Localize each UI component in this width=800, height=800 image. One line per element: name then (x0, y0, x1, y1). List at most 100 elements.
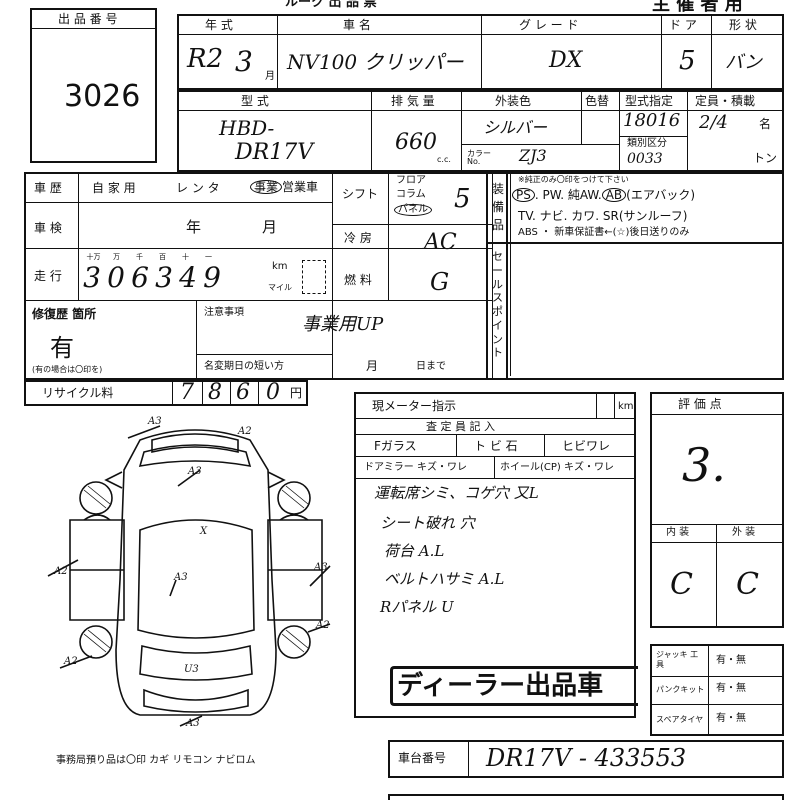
repair-value: 有 (50, 334, 74, 362)
fuel-value: G (430, 268, 450, 296)
inspect-month: 月 (262, 218, 278, 236)
hibiware-label: ヒビワレ (562, 439, 611, 453)
tool-spare-label: スペアタイヤ (656, 715, 704, 724)
shift-label: シフト (342, 187, 379, 201)
type-number: 18016 (623, 110, 681, 131)
meter-km: km (618, 401, 634, 412)
type-label: 型式指定 (625, 94, 674, 108)
car-name-value: NV100 クリッパー (287, 50, 464, 74)
lot-number-box: 出 品 番 号 3026 (30, 8, 157, 163)
sale-point-label: セールスポイント (492, 250, 503, 360)
color-label: 外装色 (495, 94, 532, 108)
shift-floor: フロア (396, 175, 426, 186)
mileage-units: 十万万千百十一 (86, 253, 213, 261)
capacity-value: 2/4 (699, 112, 728, 133)
recycle-d1: 7 (180, 380, 194, 405)
inspector-note-2: シート破れ 穴 (380, 514, 475, 532)
fuel-label: 燃 料 (344, 273, 372, 287)
inspector-note-1: 運転席シミ、コゲ穴 又L (374, 484, 539, 502)
history-label: 車 歴 (34, 181, 62, 195)
name-change-label: 名変期日の短い方 (204, 361, 284, 372)
interior-value: C (670, 567, 693, 602)
footer-keys: 事務局預り品は〇印 カギ リモコン ナビロム (56, 755, 256, 766)
year-num: 3 (235, 45, 253, 78)
damage-mark-x: X (199, 526, 208, 537)
meter-label: 現メーター指示 (372, 399, 457, 413)
equipment-line3: ABS ・ 新車保証書←(☆)後日送りのみ (518, 227, 690, 238)
damage-mark-left-side: A2 (53, 566, 68, 577)
shape-label: 形 状 (729, 18, 757, 32)
recycle-label: リサイクル料 (42, 386, 114, 400)
damage-mark-rear-glass: U3 (184, 664, 199, 675)
chassis-box: 車台番号 DR17V - 433553 (388, 740, 784, 778)
interior-label: 内 装 (666, 527, 690, 538)
grade-box: 評 価 点 3. 内 装 外 装 C C (650, 392, 784, 628)
car-name-label: 車 名 (343, 18, 371, 32)
color-value: シルバー (483, 118, 548, 137)
damage-mark-front-right: A2 (237, 426, 252, 437)
exterior-label: 外 装 (732, 527, 756, 538)
equipment-note: ※純正のみ〇印をつけて下さい (518, 175, 629, 184)
cc-unit: c.c. (437, 155, 451, 164)
inspector-note-3: 荷台 A.L (384, 542, 445, 560)
damage-mark-hood: A3 (187, 466, 202, 477)
mile-checkbox[interactable] (302, 260, 326, 294)
name-change-day: 日まで (416, 361, 446, 372)
displacement-label: 排 気 量 (391, 94, 435, 108)
equipment-line1: PS. PW. 純AW.AB(エアバック) (512, 188, 695, 202)
year-label: 年 式 (205, 18, 233, 32)
inspector-note-5: Rパネル U (380, 598, 454, 616)
recycle-d3: 6 (236, 380, 250, 405)
caution-value: 事業用UP (302, 314, 384, 335)
lot-number-value: 3026 (64, 79, 141, 114)
inspect-year: 年 (186, 218, 202, 236)
damage-mark-right-side: A3 (313, 562, 328, 573)
tool-spare-opts: 有・無 (716, 713, 746, 724)
repair-note: (有の場合は〇印を) (32, 365, 103, 374)
damage-mark-roof: A3 (173, 572, 188, 583)
ac-label: 冷 房 (344, 231, 372, 245)
inspector-label: 査 定 員 記 入 (426, 420, 495, 433)
equipment-box: 装 備 品 ※純正のみ〇印をつけて下さい PS. PW. 純AW.AB(エアバッ… (486, 172, 784, 244)
recycle-d4: 0 (266, 380, 280, 405)
row2-box: 型 式 排 気 量 外装色 色替 型式指定 定員・積載 類別区分 HBD- DR… (177, 90, 784, 172)
inspect-label: 車 検 (34, 221, 62, 235)
name-change-month: 月 (366, 359, 379, 373)
capacity-label: 定員・積載 (695, 94, 756, 108)
history-business: 事業営業車 (250, 180, 318, 194)
inspector-note-4: ベルトハサミ A.L (384, 570, 505, 588)
dealer-stamp-text: ディーラー出品車 (397, 671, 604, 701)
tool-puncture-label: パンクキット (656, 685, 705, 694)
caution-label: 注意事項 (204, 307, 244, 318)
grade-score-value: 3. (682, 438, 726, 492)
color-no-value: ZJ3 (519, 146, 547, 165)
recycle-d2: 8 (208, 380, 222, 405)
ton-unit: トン (753, 151, 778, 165)
exterior-value: C (736, 567, 759, 602)
mileage-label: 走 行 (34, 269, 62, 283)
damage-mark-right-rear: A2 (315, 620, 330, 631)
sheet-title: ルーク 出 品 票 (285, 0, 377, 10)
sale-point-box: セールスポイント (486, 242, 784, 380)
mirror-label: ドアミラー キズ・ワレ (364, 462, 467, 473)
damage-mark-front: A3 (147, 416, 162, 427)
tool-jack-label: ジャッキ 工 具 (656, 650, 699, 670)
chassis-label: 車台番号 (398, 751, 447, 765)
doors-value: 5 (679, 46, 696, 76)
shift-column: コラム (396, 189, 426, 200)
tool-puncture-opts: 有・無 (716, 683, 746, 694)
model-label: 型 式 (241, 94, 269, 108)
inspector-box: 現メーター指示 km 査 定 員 記 入 Fガラス ト ビ 石 ヒビワレ ドアミ… (354, 392, 638, 718)
grade-value: DX (549, 48, 583, 73)
paint-change-label: 色替 (585, 94, 610, 108)
model-value-2: DR17V (235, 140, 314, 165)
bottom-partial-box (388, 794, 784, 800)
class-number: 0033 (627, 151, 663, 167)
capacity-unit: 名 (759, 117, 772, 131)
year-era: R2 (187, 44, 224, 74)
lot-number-label: 出 品 番 号 (58, 12, 118, 26)
model-value-1: HBD- (219, 116, 275, 140)
row1-box: 年 式 車 名 グ レ ー ド ド ア 形 状 R2 3 月 NV100 クリッ… (177, 14, 784, 90)
tools-box: ジャッキ 工 具 有・無 パンクキット 有・無 スペアタイヤ 有・無 (650, 644, 784, 736)
grade-label: グ レ ー ド (519, 18, 579, 32)
